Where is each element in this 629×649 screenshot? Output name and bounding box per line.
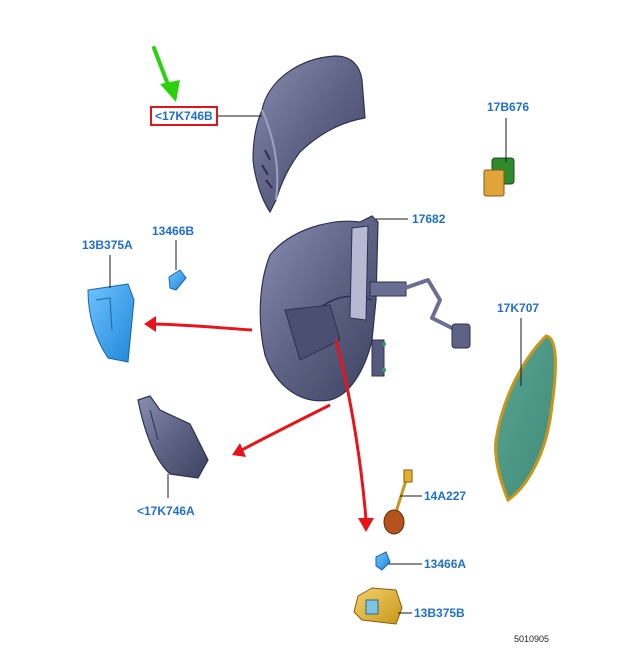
document-number: 5010905 [514,634,550,644]
leader-lines [109,115,522,614]
bulb-right [375,551,391,571]
callout-cap-lower[interactable]: <17K746A [137,504,195,518]
lower-cap [137,395,209,479]
bulb-left [168,269,187,291]
green-arrow [152,46,180,102]
blue-cover-left [87,283,135,363]
callout-glass[interactable]: 17K707 [497,301,540,315]
red-arrowheads [144,316,374,532]
mirror-housing [259,215,407,402]
callout-motor[interactable]: 17B676 [487,100,530,114]
harness-cable [404,278,471,349]
harness-14a227 [383,469,413,535]
mirror-cap-upper [252,55,366,214]
callout-housing[interactable]: 17682 [412,212,446,226]
callout-cover-left[interactable]: 13B375A [82,238,133,252]
callout-mirror-cap-upper[interactable]: <17K746B [150,106,218,126]
callout-cover-right[interactable]: 13B375B [414,606,465,620]
callout-harness[interactable]: 14A227 [424,489,467,503]
mirror-glass [494,334,557,503]
callout-bulb-left[interactable]: 13466B [152,224,195,238]
amber-cover-right [353,587,403,625]
mirror-motor [483,157,515,197]
callout-bulb-right[interactable]: 13466A [424,557,467,571]
red-arrows [149,322,368,521]
